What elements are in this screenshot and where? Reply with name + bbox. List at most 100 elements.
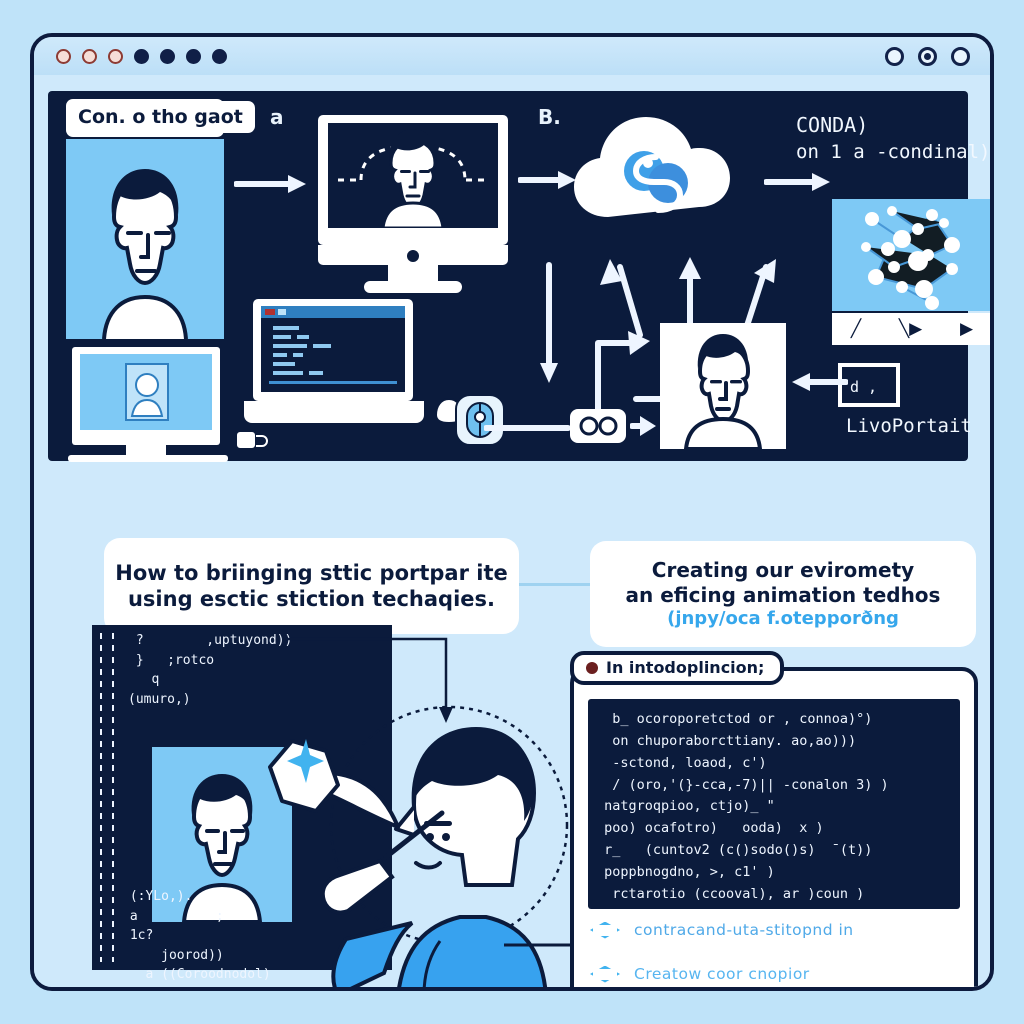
left-code-bottom-line-3: 1c?	[122, 928, 154, 943]
coffee-cup-icon	[235, 430, 268, 450]
monitor-base	[364, 281, 462, 293]
arrow-line-bottom-icon	[484, 425, 570, 431]
code-line-5: natgroqpioo, ctjo)_ "	[596, 798, 775, 815]
titlebar-dot-4[interactable]	[134, 48, 149, 64]
mouse-icon	[455, 394, 505, 446]
code-card-bullets: contracand-uta-stitopnd in Creatow coor …	[590, 921, 964, 987]
left-code-top-line-4: (umuro,)	[128, 691, 191, 707]
caption-right-line3: (jnpy/oca f.otepporðng	[667, 607, 899, 629]
code-line-1: b_ ocoroporetctod or , connoa)°)	[596, 711, 873, 727]
arrow-right-2-icon	[518, 171, 576, 189]
left-code-top-lines: ? ,uptuyond)) } ;rotco q (umuro,)	[128, 631, 292, 709]
code-gutter-1	[100, 633, 102, 962]
result-face-illustration	[683, 334, 763, 449]
arrow-right-small-icon	[630, 416, 656, 436]
bullet-label-2: Creatow coor cnopior	[634, 965, 810, 983]
callout-connector-arrow	[286, 637, 453, 723]
code-line-6: poo) ocafotro) ooda) x )	[596, 820, 824, 837]
titlebar-dot-1[interactable]	[56, 48, 71, 64]
arrow-left-icon	[792, 373, 848, 391]
caption-left: How to briinging sttic portpar ite using…	[104, 538, 519, 634]
left-code-bottom-line-1: (:YLo,).	[122, 889, 193, 904]
bullet-item-1[interactable]: contracand-uta-stitopnd in	[590, 921, 964, 939]
code-card-tab[interactable]: In intodoplincion;	[570, 651, 785, 685]
desk-line	[68, 455, 228, 462]
monitor-stand	[126, 445, 166, 455]
video-chip	[570, 409, 626, 443]
source-chip-label: Con. o tho gaot	[66, 101, 255, 133]
titlebar-dots	[56, 48, 227, 64]
result-thumbnail-label: d ,	[850, 378, 878, 396]
preview-thumbnail-face-icon	[125, 363, 169, 421]
minimize-circle-icon[interactable]	[885, 46, 904, 66]
code-line-4: / (oro,'(}-cca,-7)|| -conalon 3) )	[596, 776, 889, 793]
source-face-illustration	[102, 169, 188, 339]
diamond-icon-1	[590, 921, 620, 939]
conda-label-line2: on 1 a -condinal)	[796, 141, 991, 163]
tracked-face-illustration	[338, 129, 488, 228]
caption-right-line1: Creating our eviromety	[651, 557, 915, 582]
editor-portrait-card	[152, 747, 292, 922]
left-code-top-line-1: ? ,uptuyond))	[128, 633, 293, 648]
browser-window: Con. o tho gaot	[30, 33, 994, 991]
caption-connector	[519, 583, 591, 586]
arrow-down-icon	[540, 262, 558, 383]
player-control-bar[interactable]: ╱ ╲▶ ▶	[832, 313, 990, 345]
video-reel-icon	[579, 416, 618, 436]
page-content: Con. o tho gaot	[34, 75, 990, 987]
card-connector-line	[504, 943, 582, 947]
artist-illustration	[268, 705, 569, 987]
caption-bottom: Hova tus set top life	[104, 988, 504, 991]
titlebar-dot-3[interactable]	[108, 48, 123, 64]
maximize-circle-icon[interactable]	[918, 46, 937, 66]
laptop-keyboard	[244, 401, 424, 423]
code-line-3: -sctond, loaod, c')	[596, 754, 767, 771]
left-code-top-line-2: } ;rotco	[128, 652, 215, 668]
titlebar-dot-2[interactable]	[82, 48, 97, 64]
left-code-bottom-lines: (:YLo,). a ; 1c? joorod)) a ((Coroodnodo…	[122, 887, 271, 988]
titlebar-dot-5[interactable]	[160, 48, 175, 64]
left-code-bottom-line-2: a ;	[122, 908, 224, 924]
code-line-8: poppbnogdno, >, c1' )	[596, 864, 775, 881]
titlebar-dot-6[interactable]	[186, 48, 201, 64]
neural-network-graphic	[861, 206, 960, 310]
arrow-right-3-icon	[764, 173, 830, 191]
browser-titlebar	[34, 37, 990, 77]
step-label-b: B.	[538, 105, 561, 129]
step-label-a: a	[270, 105, 284, 129]
titlebar-dot-7[interactable]	[212, 48, 227, 64]
monitor-screen	[328, 123, 498, 228]
close-circle-icon[interactable]	[951, 46, 970, 66]
source-portrait-card	[66, 139, 224, 339]
player-glyph-2[interactable]: ╲▶	[898, 319, 923, 339]
monitor-power-led-icon	[407, 250, 419, 262]
player-glyph-1[interactable]: ╱	[850, 319, 862, 339]
diamond-icon-2	[590, 965, 620, 983]
window-controls	[885, 46, 970, 66]
player-glyph-3[interactable]: ▶	[960, 319, 974, 339]
code-line-7: r_ (cuntov2 (c()sodo()s) ¯(t))	[596, 842, 873, 859]
left-code-bottom-line-5: a ((Coroodnodol)	[122, 967, 271, 982]
code-line-9: rctarotio (ccooval), ar )coun )	[596, 885, 865, 902]
result-portrait-card	[660, 323, 786, 449]
preview-monitor-screen	[80, 354, 212, 430]
code-gutter-2	[112, 633, 114, 962]
editor-face-illustration	[181, 774, 263, 922]
bullet-label-1: contracand-uta-stitopnd in	[634, 921, 854, 939]
code-card-body: b_ ocoroporetctod or , connoa)°) on chup…	[588, 699, 960, 909]
tab-bullet-icon	[586, 661, 598, 674]
caption-left-line2: using esctic stiction techaqies.	[127, 587, 496, 611]
monitor-neck	[388, 265, 438, 283]
code-card: In intodoplincion; b_ ocoroporetctod or …	[570, 651, 978, 987]
bullet-item-2[interactable]: Creatow coor cnopior	[590, 965, 964, 983]
result-network-card	[832, 199, 990, 311]
cloud-fan-arrows-icon	[600, 257, 776, 338]
left-code-bottom-line-6: a00	[122, 985, 271, 988]
code-line-2: on chuporaborcttiany. ao,ao)))	[596, 732, 857, 749]
code-card-tab-label: In intodoplincion;	[606, 658, 765, 677]
left-code-panel: ? ,uptuyond)) } ;rotco q (umuro,)	[92, 625, 392, 987]
pipeline-diagram-panel: Con. o tho gaot	[48, 91, 990, 462]
arrow-right-1-icon	[234, 175, 306, 193]
python-conda-cloud-icon	[574, 117, 730, 217]
left-code-top-line-3: q	[128, 672, 160, 687]
